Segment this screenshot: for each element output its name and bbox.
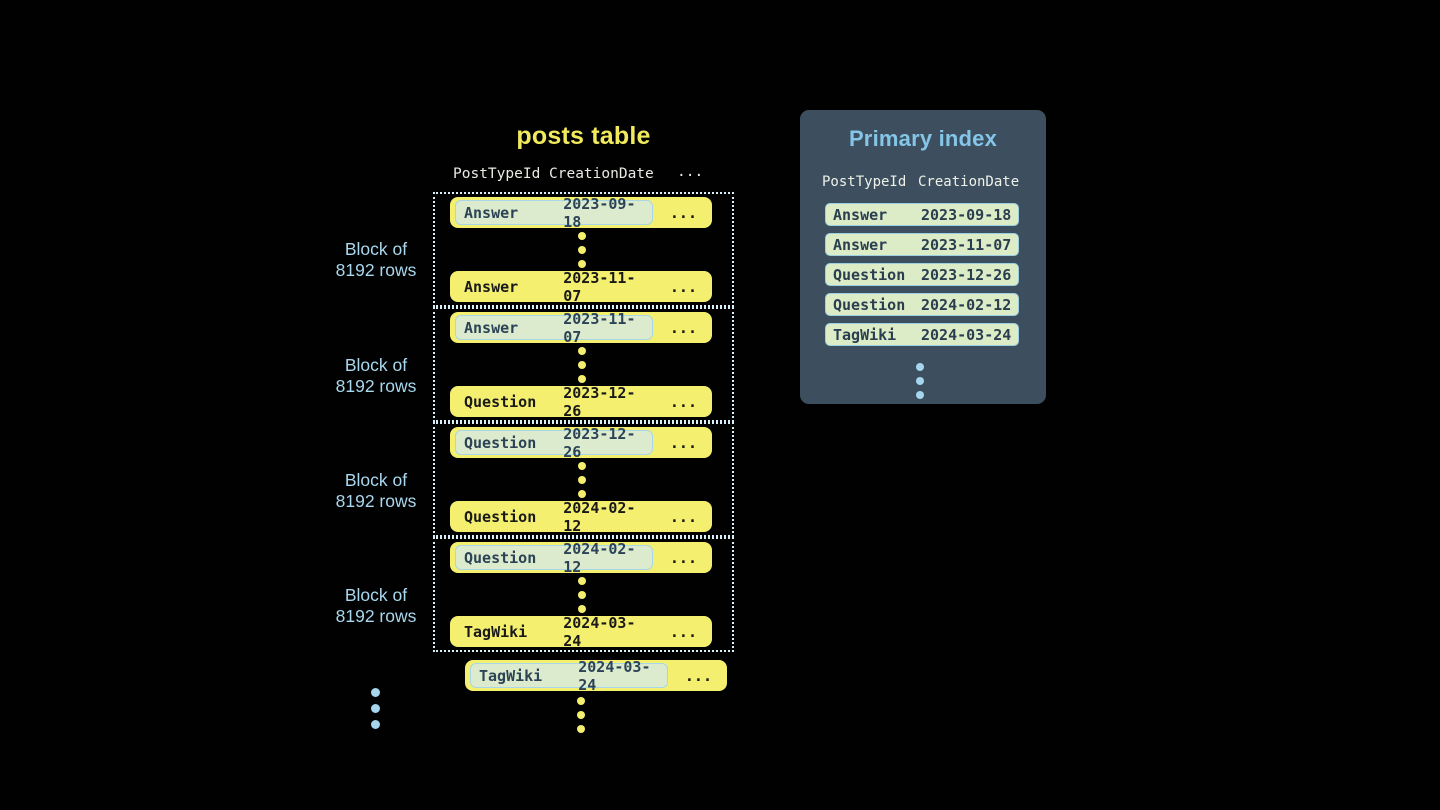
block-3: Question 2023-12-26 ... Question 2024-02… [433, 422, 734, 537]
row-key: TagWiki 2024-03-24 [455, 614, 653, 650]
block-label-line1: Block of [344, 355, 408, 375]
table-row: Answer 2023-11-07 ... [450, 269, 712, 305]
block-2: Answer 2023-11-07 ... Question 2023-12-2… [433, 307, 734, 422]
block-label-line2: 8192 rows [335, 376, 417, 396]
block-label-line1: Block of [344, 585, 408, 605]
cell-posttypeid: Question [464, 507, 537, 526]
index-entry: TagWiki 2024-03-24 [825, 323, 1019, 346]
row-ellipsis: ... [669, 392, 697, 411]
more-blocks-dots [371, 684, 380, 732]
cell-creationdate: 2023-09-18 [921, 205, 1012, 224]
row-ellipsis: ... [669, 318, 697, 337]
block-label-line1: Block of [344, 239, 408, 259]
row-ellipsis: ... [669, 277, 697, 296]
cell-posttypeid: Question [464, 548, 537, 567]
table-row: Question 2023-12-26 ... [450, 425, 712, 461]
cell-creationdate: 2023-11-07 [563, 309, 636, 346]
primary-index-panel: Primary index PostTypeId CreationDate An… [800, 110, 1046, 404]
cell-posttypeid: Answer [464, 277, 519, 296]
cell-posttypeid: Question [464, 392, 537, 411]
rows-omitted-dots [578, 344, 586, 386]
row-ellipsis: ... [669, 548, 697, 567]
indexed-key-highlight: Answer 2023-11-07 [455, 310, 653, 346]
cell-creationdate: 2023-11-07 [921, 235, 1012, 254]
posts-table-title: posts table [516, 122, 651, 150]
block-label-3: Block of 8192 rows [306, 470, 446, 512]
column-header-creationdate: CreationDate [918, 174, 1020, 190]
cell-creationdate: 2024-03-24 [578, 657, 651, 694]
table-row: Question 2024-02-12 ... [450, 499, 712, 535]
cell-posttypeid: Question [833, 295, 906, 314]
index-entry: Answer 2023-09-18 [825, 203, 1019, 226]
column-header-posttypeid: PostTypeId [822, 174, 907, 190]
row-key: Question 2023-12-26 [455, 384, 653, 420]
block-4: Question 2024-02-12 ... TagWiki 2024-03-… [433, 537, 734, 652]
block-label-line2: 8192 rows [335, 260, 417, 280]
rows-omitted-dots [578, 574, 586, 616]
column-header-posttypeid: PostTypeId [453, 166, 541, 182]
table-row: TagWiki 2024-03-24 ... [465, 658, 727, 694]
block-label-4: Block of 8192 rows [306, 585, 446, 627]
cell-creationdate: 2024-03-24 [921, 325, 1012, 344]
table-row: Question 2024-02-12 ... [450, 540, 712, 576]
table-row: Answer 2023-11-07 ... [450, 310, 712, 346]
indexed-key-highlight: Question 2024-02-12 [455, 540, 653, 576]
index-entry: Question 2023-12-26 [825, 263, 1019, 286]
cell-posttypeid: Answer [833, 205, 888, 224]
cell-creationdate: 2024-02-12 [563, 539, 636, 576]
cell-creationdate: 2023-11-07 [563, 268, 636, 305]
index-entry: Question 2024-02-12 [825, 293, 1019, 316]
row-ellipsis: ... [669, 433, 697, 452]
cell-posttypeid: TagWiki [833, 325, 897, 344]
table-row: TagWiki 2024-03-24 ... [450, 614, 712, 650]
row-key: Answer 2023-11-07 [455, 269, 653, 305]
rows-omitted-dots [578, 459, 586, 501]
row-ellipsis: ... [669, 203, 697, 222]
cell-creationdate: 2024-03-24 [563, 613, 636, 650]
cell-creationdate: 2024-02-12 [921, 295, 1012, 314]
block-label-2: Block of 8192 rows [306, 355, 446, 397]
indexed-key-highlight: Answer 2023-09-18 [455, 195, 653, 231]
cell-creationdate: 2023-12-26 [563, 383, 636, 420]
block-1: Answer 2023-09-18 ... Answer 2023-11-07 … [433, 192, 734, 307]
cell-creationdate: 2023-09-18 [563, 194, 636, 231]
block-label-line2: 8192 rows [335, 606, 417, 626]
cell-posttypeid: TagWiki [479, 666, 543, 685]
primary-index-title: Primary index [848, 126, 998, 151]
column-header-ellipsis: ... [677, 164, 704, 180]
cell-posttypeid: Answer [833, 235, 888, 254]
indexed-key-highlight: TagWiki 2024-03-24 [470, 658, 668, 694]
more-rows-dots [577, 694, 585, 736]
column-header-creationdate: CreationDate [549, 166, 654, 182]
table-row: Question 2023-12-26 ... [450, 384, 712, 420]
more-index-entries-dots [916, 360, 924, 402]
cell-posttypeid: Answer [464, 318, 519, 337]
cell-creationdate: 2023-12-26 [921, 265, 1012, 284]
cell-posttypeid: Question [464, 433, 537, 452]
block-label-line2: 8192 rows [335, 491, 417, 511]
block-label-1: Block of 8192 rows [306, 239, 446, 281]
row-ellipsis: ... [684, 666, 712, 685]
block-label-line1: Block of [344, 470, 408, 490]
index-entry: Answer 2023-11-07 [825, 233, 1019, 256]
rows-omitted-dots [578, 229, 586, 271]
posts-table-blocks: Answer 2023-09-18 ... Answer 2023-11-07 … [433, 192, 734, 652]
cell-posttypeid: Answer [464, 203, 519, 222]
primary-index-rows: Answer 2023-09-18 Answer 2023-11-07 Ques… [825, 203, 1019, 346]
table-row: Answer 2023-09-18 ... [450, 195, 712, 231]
row-ellipsis: ... [669, 622, 697, 641]
indexed-key-highlight: Question 2023-12-26 [455, 425, 653, 461]
cell-creationdate: 2024-02-12 [563, 498, 636, 535]
row-ellipsis: ... [669, 507, 697, 526]
cell-posttypeid: TagWiki [464, 622, 528, 641]
cell-posttypeid: Question [833, 265, 906, 284]
cell-creationdate: 2023-12-26 [563, 424, 636, 461]
row-key: Question 2024-02-12 [455, 499, 653, 535]
